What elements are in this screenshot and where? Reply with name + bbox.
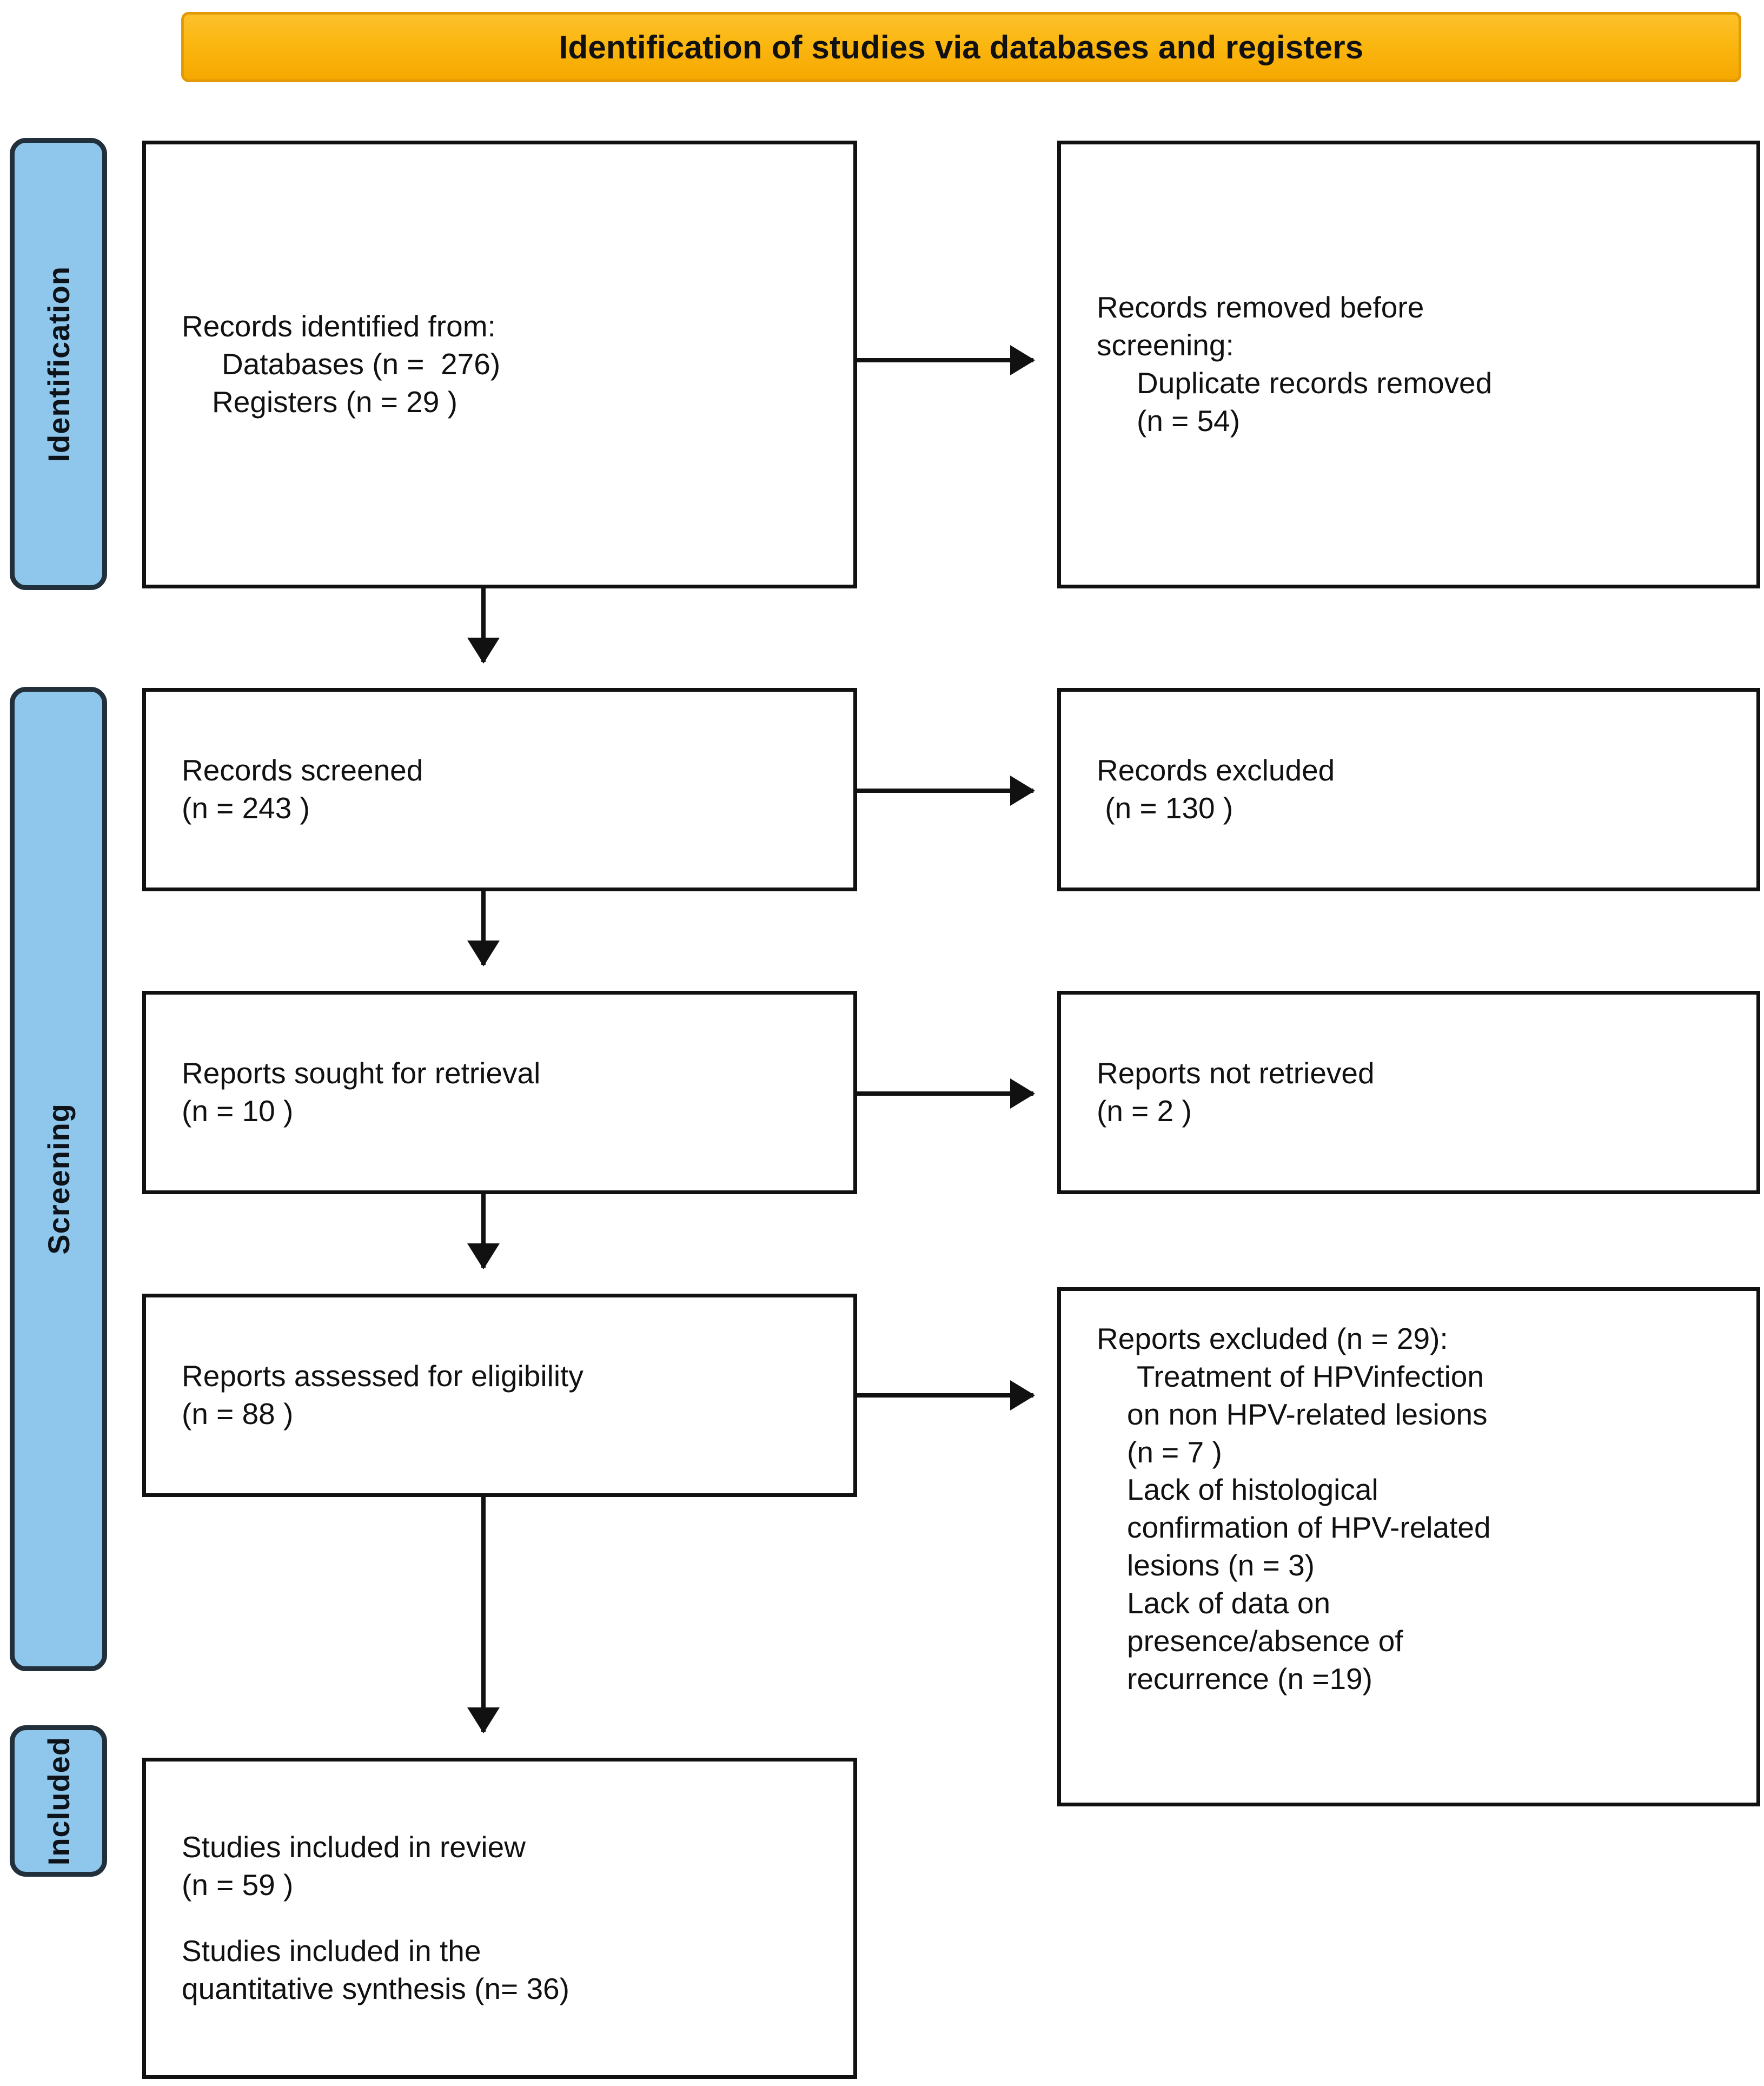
box-reports-not-retrieved: Reports not retrieved (n = 2 ): [1057, 991, 1760, 1194]
arrow-assessed-to-reports-excluded: [857, 1393, 1033, 1398]
reports-excluded-reason-1-a: Treatment of HPVinfection: [1137, 1359, 1484, 1393]
records-excluded-label: Records excluded: [1097, 753, 1335, 787]
reports-excluded-reason-1-b: on non HPV-related lesions: [1127, 1397, 1488, 1431]
box-reports-assessed: Reports assessed for eligibility (n = 88…: [142, 1294, 857, 1497]
records-screened-count: (n = 243 ): [182, 791, 310, 825]
arrow-screened-to-sought: [481, 891, 486, 965]
reports-excluded-reason-2-count: lesions (n = 3): [1127, 1548, 1315, 1582]
page-title: Identification of studies via databases …: [559, 29, 1364, 65]
arrow-sought-to-not-retrieved: [857, 1091, 1033, 1096]
box-records-removed: Records removed before screening: Duplic…: [1057, 141, 1760, 588]
reports-excluded-reason-2-b: confirmation of HPV-related: [1127, 1511, 1491, 1545]
included-spacer: [182, 1904, 839, 1932]
box-records-excluded: Records excluded (n = 130 ): [1057, 688, 1760, 891]
arrow-identified-to-removed: [857, 358, 1033, 362]
records-removed-line-1: Records removed before: [1097, 290, 1424, 325]
stage-band-identification-label: Identification: [41, 266, 76, 462]
reports-sought-count: (n = 10 ): [182, 1094, 294, 1128]
records-screened-label: Records screened: [182, 753, 423, 787]
studies-included-review-count: (n = 59 ): [182, 1868, 294, 1902]
reports-excluded-reason-1-count: (n = 7 ): [1127, 1435, 1222, 1469]
reports-sought-label: Reports sought for retrieval: [182, 1056, 541, 1090]
reports-excluded-reason-2-a: Lack of histological: [1127, 1473, 1378, 1507]
box-reports-excluded-reasons: Reports excluded (n = 29): Treatment of …: [1057, 1287, 1760, 1806]
records-identified-line-1: Records identified from:: [182, 309, 496, 343]
reports-not-retrieved-label: Reports not retrieved: [1097, 1056, 1375, 1090]
stage-band-screening: Screening: [10, 687, 107, 1671]
stage-band-screening-label: Screening: [41, 1103, 76, 1255]
box-reports-sought: Reports sought for retrieval (n = 10 ): [142, 991, 857, 1194]
reports-assessed-label: Reports assessed for eligibility: [182, 1359, 583, 1393]
records-excluded-count: (n = 130 ): [1097, 791, 1234, 825]
arrow-identified-to-screened: [481, 588, 486, 662]
stage-band-identification: Identification: [10, 138, 107, 590]
arrow-screened-to-excluded: [857, 789, 1033, 793]
records-removed-duplicates: Duplicate records removed: [1137, 366, 1493, 400]
reports-excluded-heading: Reports excluded (n = 29):: [1097, 1322, 1448, 1355]
stage-band-included: Included: [10, 1725, 107, 1877]
records-removed-duplicates-count: (n = 54): [1137, 403, 1241, 438]
records-removed-line-2: screening:: [1097, 328, 1234, 362]
reports-excluded-reason-3-b: presence/absence of: [1127, 1624, 1403, 1658]
reports-not-retrieved-count: (n = 2 ): [1097, 1094, 1192, 1128]
reports-assessed-count: (n = 88 ): [182, 1397, 294, 1431]
arrow-assessed-to-included: [481, 1497, 486, 1732]
box-studies-included: Studies included in review (n = 59 ) Stu…: [142, 1758, 857, 2079]
reports-excluded-reason-3-a: Lack of data on: [1127, 1586, 1331, 1620]
studies-included-synthesis-count: quantitative synthesis (n= 36): [182, 1971, 569, 2005]
arrow-sought-to-assessed: [481, 1194, 486, 1268]
records-identified-databases: Databases (n = 276): [222, 347, 501, 381]
stage-band-included-label: Included: [41, 1736, 76, 1866]
diagram-header-banner: Identification of studies via databases …: [181, 12, 1741, 82]
studies-included-review-label: Studies included in review: [182, 1830, 526, 1864]
reports-excluded-reason-3-count: recurrence (n =19): [1127, 1661, 1372, 1696]
box-records-identified: Records identified from: Databases (n = …: [142, 141, 857, 588]
box-records-screened: Records screened (n = 243 ): [142, 688, 857, 891]
studies-included-synthesis-label: Studies included in the: [182, 1934, 481, 1968]
records-identified-registers: Registers (n = 29 ): [212, 385, 457, 419]
